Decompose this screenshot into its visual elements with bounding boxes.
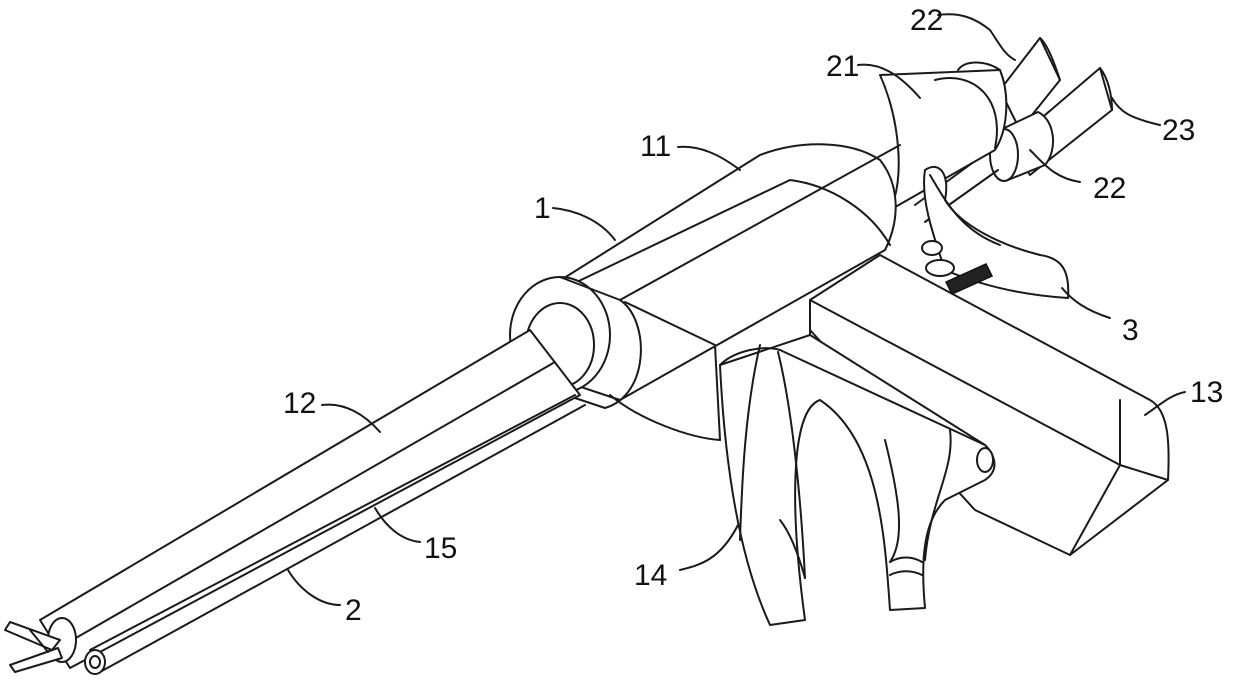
label-14: 14 — [634, 559, 667, 592]
leader-16 — [938, 14, 1015, 60]
label-22: 22 — [1093, 172, 1126, 205]
label-23: 23 — [1162, 114, 1195, 147]
rod-21 — [85, 395, 585, 674]
label-11: 11 — [640, 130, 671, 163]
label-3: 3 — [1122, 314, 1139, 347]
shaft-12 — [40, 330, 580, 668]
leader-11 — [678, 147, 740, 170]
label-15: 21 — [826, 50, 859, 83]
leader-1 — [553, 208, 615, 240]
label-1: 1 — [534, 192, 551, 225]
leader-14 — [680, 525, 738, 570]
tip-jaws — [5, 618, 76, 672]
label-12: 12 — [283, 387, 316, 420]
leader-2 — [288, 570, 340, 605]
label-13: 13 — [1190, 376, 1223, 409]
label-16: 22 — [910, 4, 943, 37]
trigger-3 — [922, 167, 1068, 298]
leader-23 — [1112, 98, 1160, 125]
label-2: 2 — [345, 594, 362, 627]
leader-21 — [375, 508, 420, 542]
label-21: 15 — [424, 532, 457, 565]
